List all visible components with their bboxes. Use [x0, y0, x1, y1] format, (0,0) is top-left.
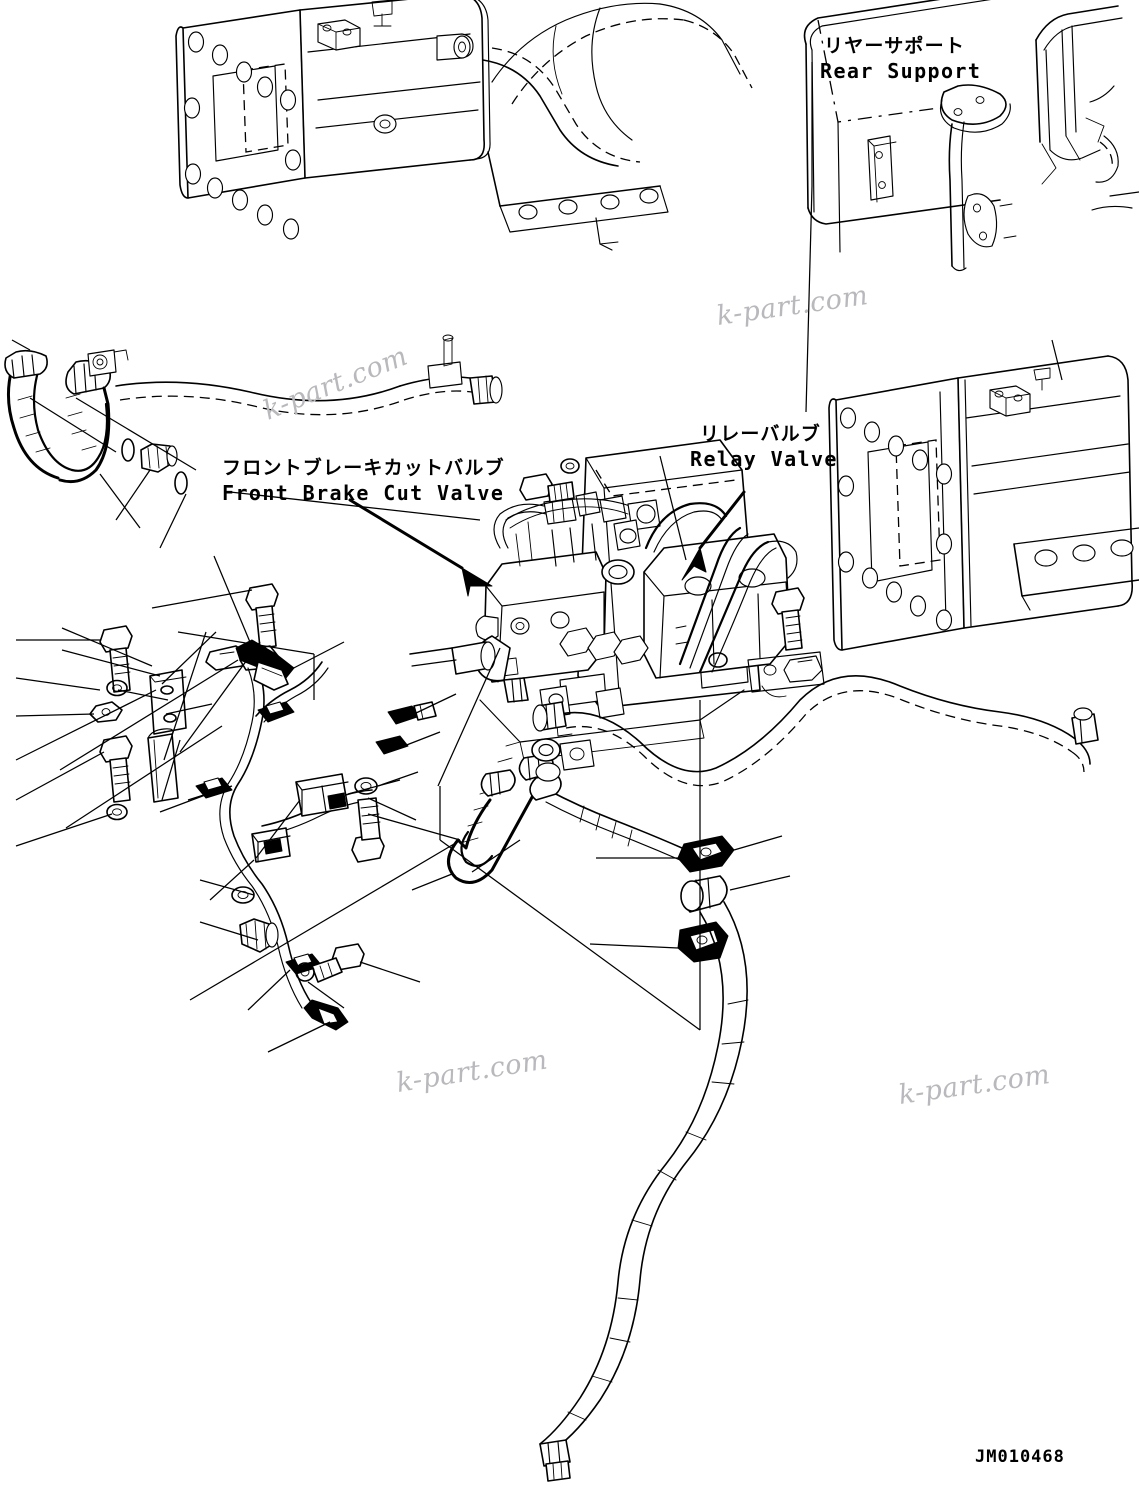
relay-valve-label-en: Relay Valve [690, 447, 838, 471]
wiring-harness [195, 639, 375, 1031]
drawing-number: JM010468 [975, 1447, 1065, 1467]
valve-mounting-fasteners [519, 458, 823, 683]
hydraulic-hose-upper-left [4, 334, 503, 495]
hydraulic-hose-long [529, 762, 749, 1482]
mounting-bolt [311, 943, 365, 983]
mounting-bolt [519, 473, 575, 503]
label-front-brake-cut-valve: フロントブレーキカットバルブ Front Brake Cut Valve [222, 456, 505, 505]
label-relay-valve: リレーバルブ Relay Valve [690, 422, 838, 471]
front-brake-cut-valve-label-en: Front Brake Cut Valve [222, 481, 504, 505]
callout-leaders-right [437, 647, 791, 1031]
construction-lines [59, 62, 1063, 1001]
rear-axle-housing-right [828, 355, 1139, 651]
relay-valve-label-jp: リレーバルブ [700, 422, 821, 445]
callout-leaders-harness [159, 641, 401, 1053]
transmission-housing-outline [491, 2, 753, 141]
mounting-bolt [351, 797, 385, 863]
callout-leaders-lower [199, 693, 457, 1009]
front-brake-cut-valve-label-jp: フロントブレーキカットバルブ [222, 456, 505, 479]
rear-axle-housing-left [175, 0, 669, 251]
mounting-bolt [771, 587, 805, 651]
label-rear-support: リヤーサポート Rear Support [820, 34, 981, 83]
rear-support-label-jp: リヤーサポート [824, 34, 965, 57]
label-arrows [348, 490, 746, 597]
mounting-bolt [245, 583, 279, 649]
rear-support-frame [803, 0, 1139, 272]
mounting-bolt [99, 735, 133, 803]
rear-support-label-en: Rear Support [820, 59, 981, 83]
lower-left-fasteners [231, 701, 437, 983]
callout-leaders-ubend [411, 839, 521, 891]
steel-tube-right [532, 675, 1099, 787]
callout-leaders-topleft [11, 339, 197, 549]
